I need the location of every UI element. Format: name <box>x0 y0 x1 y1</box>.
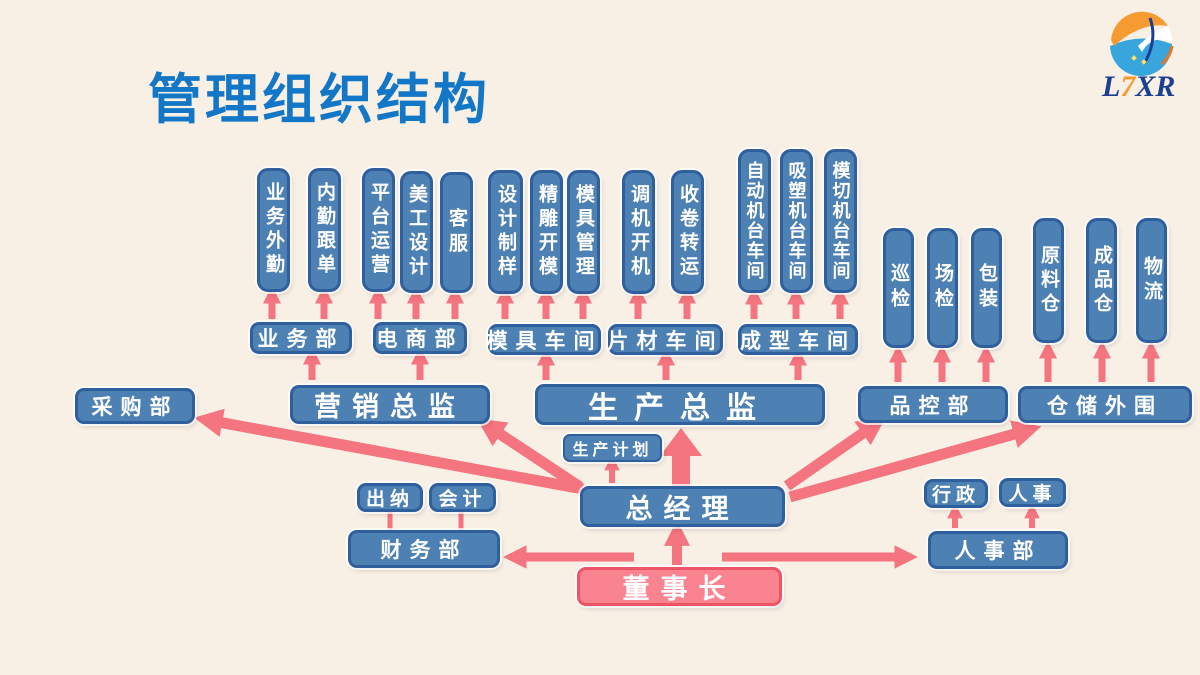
node-order-following: 内勤跟单 <box>308 168 341 292</box>
node-field-sales: 业务外勤 <box>257 168 290 292</box>
node-machine-adjustment: 调机开机 <box>622 170 655 294</box>
node-customer-service: 客服 <box>440 172 473 293</box>
node-chairman: 董事长 <box>577 567 782 606</box>
node-logistics: 物流 <box>1136 218 1167 343</box>
node-design-sampling: 设计制样 <box>488 170 523 294</box>
node-auto-machine-workshop: 自动机台车间 <box>738 149 771 293</box>
node-engraving-molding: 精雕开模 <box>530 170 563 294</box>
node-production-director: 生产总监 <box>535 384 825 425</box>
node-sheet-workshop: 片材车间 <box>608 324 723 355</box>
node-ecommerce-dept: 电商部 <box>373 322 467 354</box>
node-warehouse-dept: 仓储外围 <box>1018 386 1192 423</box>
node-packaging: 包装 <box>971 228 1002 348</box>
node-winding-transfer: 收卷转运 <box>671 170 704 294</box>
node-art-design: 美工设计 <box>400 171 433 293</box>
globe-icon <box>1110 11 1174 77</box>
node-platform-operation: 平台运营 <box>362 168 395 292</box>
page-title: 管理组织结构 <box>148 70 490 130</box>
node-site-inspection: 场检 <box>927 228 958 348</box>
node-general-manager: 总经理 <box>580 486 785 527</box>
logo-text: L7XR <box>1101 70 1175 102</box>
node-hr-dept: 人事部 <box>928 531 1068 569</box>
company-logo: L7XR <box>1101 11 1175 102</box>
node-personnel: 人事 <box>999 478 1066 507</box>
thick-arrow-gm-to-production <box>660 428 702 488</box>
node-cashier: 出纳 <box>357 483 423 512</box>
node-production-plan: 生产计划 <box>563 434 662 462</box>
node-mold-workshop: 模具车间 <box>487 324 601 355</box>
node-accountant: 会计 <box>429 483 496 512</box>
node-raw-material-warehouse: 原料仓 <box>1033 218 1064 343</box>
node-blister-machine-workshop: 吸塑机台车间 <box>780 149 813 293</box>
node-qc-dept: 品控部 <box>858 386 1008 423</box>
node-patrol-inspection: 巡检 <box>883 228 914 348</box>
node-mold-management: 模具管理 <box>567 170 600 294</box>
node-admin: 行政 <box>924 479 988 508</box>
node-finished-goods-warehouse: 成品仓 <box>1086 218 1117 343</box>
node-purchasing-dept: 采购部 <box>75 388 195 424</box>
node-forming-workshop: 成型车间 <box>738 324 858 355</box>
node-finance-dept: 财务部 <box>348 530 500 568</box>
node-business-dept: 业务部 <box>250 322 352 354</box>
node-diecut-machine-workshop: 模切机台车间 <box>824 149 857 293</box>
node-marketing-director: 营销总监 <box>290 385 490 424</box>
